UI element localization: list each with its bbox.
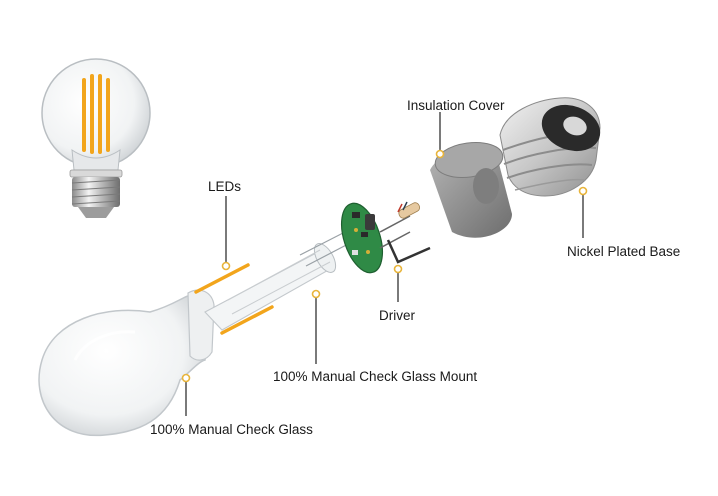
glass-envelope [38, 289, 215, 437]
glass-marker [181, 373, 191, 383]
glass-mount-stem [204, 231, 353, 331]
nickel-plated-base [499, 97, 601, 197]
led-filaments [194, 263, 274, 335]
nickel-plated-base-label: Nickel Plated Base [567, 244, 681, 259]
driver-label: Driver [379, 308, 415, 323]
insulation-cover-label: Insulation Cover [407, 98, 505, 113]
glass-label: 100% Manual Check Glass [150, 422, 313, 437]
leds-label: LEDs [208, 179, 242, 194]
insulation-marker [435, 149, 445, 159]
small-bulb-screw-base [71, 177, 121, 218]
glass-mount-label: 100% Manual Check Glass Mount [273, 369, 478, 384]
insulation-cover [430, 142, 512, 238]
small-bulb-filaments [82, 74, 110, 154]
driver-marker [393, 264, 403, 274]
leader-lines [181, 112, 588, 416]
nickel-marker [578, 186, 588, 196]
assembled-bulb-illustration [41, 58, 151, 218]
mount-marker [311, 289, 321, 299]
driver-board [340, 201, 431, 274]
leds-marker [221, 261, 231, 271]
